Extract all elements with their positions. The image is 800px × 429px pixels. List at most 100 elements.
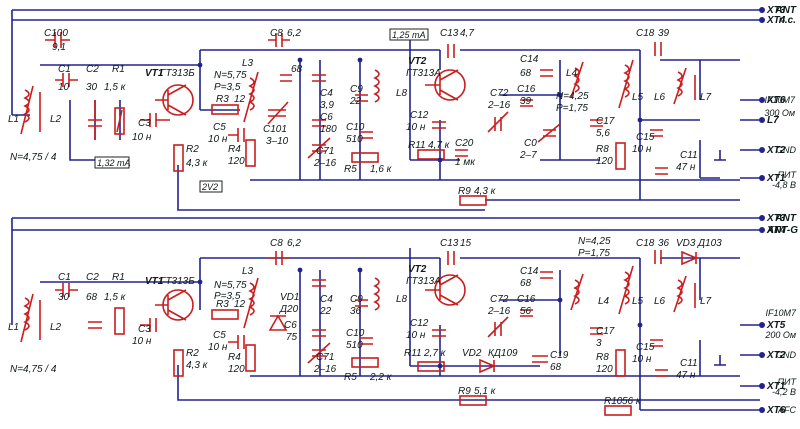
l4-pitch: P=1,75 — [556, 103, 588, 114]
l3-turns: N=5,75 — [214, 280, 247, 291]
r11-label: R11 — [404, 348, 422, 359]
r10-label: R10 — [604, 396, 623, 407]
r8-label: R8 — [596, 352, 609, 363]
terminal-xt4-name: ANT-G — [766, 225, 798, 236]
c0-label: C0 — [524, 138, 537, 149]
l4-turns: N=4,25 — [578, 236, 611, 247]
r11-label: R11 — [408, 140, 426, 151]
r8-value: 120 — [596, 364, 613, 375]
c15-label: C15 — [636, 132, 655, 143]
l8-label: L8 — [396, 294, 408, 305]
c1-label: C1 — [58, 64, 71, 75]
c10-label: C10 — [346, 328, 365, 339]
r4-value: 120 — [228, 156, 245, 167]
c11-label: C11 — [680, 358, 698, 369]
r5-label: R5 — [344, 164, 357, 175]
c11-label: C11 — [680, 150, 698, 161]
l7-label: L7 — [700, 92, 712, 103]
c71-label: C71 — [316, 352, 334, 363]
c71-label: C71 — [316, 146, 334, 157]
c17-value: 3 — [596, 338, 602, 349]
c16-value: 39 — [520, 96, 532, 107]
l3-label: L3 — [242, 266, 254, 277]
terminal-xt6-name: AFC — [777, 405, 797, 415]
r5-value: 2,2 к — [369, 372, 393, 383]
c6-label: C6 — [284, 320, 297, 331]
c1-value: 30 — [58, 292, 70, 303]
r2-value: 4,3 к — [186, 158, 209, 169]
c71-value: 2–16 — [313, 364, 337, 375]
terminal-xt3-name: ANT — [774, 5, 796, 16]
c2-value: 30 — [86, 82, 98, 93]
l2-label: L2 — [50, 114, 62, 125]
r9-value: 5,1 к — [474, 386, 497, 397]
c101-value: 3–10 — [266, 136, 289, 147]
c5-label: C5 — [213, 122, 226, 133]
vt1-label: VT1 — [145, 68, 164, 79]
c9-value: 22 — [349, 96, 362, 107]
cap-68-value: 68 — [291, 64, 303, 75]
c8-label: C8 — [270, 28, 283, 39]
c3-value: 10 н — [132, 336, 152, 347]
c14-label: C14 — [520, 54, 539, 65]
c14-label: C14 — [520, 266, 539, 277]
c9-value: 36 — [350, 306, 362, 317]
l3-label: L3 — [242, 58, 254, 69]
terminal-xt2: XT2 — [766, 350, 786, 361]
c1-value: 10 — [58, 82, 70, 93]
c0-value: 2–7 — [519, 150, 537, 161]
r1-value: 1,5 к — [104, 292, 127, 303]
current-note-1: 1,32 mA — [97, 158, 131, 168]
vt1-label: VT1 — [145, 276, 164, 287]
l7-label: L7 — [700, 296, 712, 307]
terminal-xt5-name: 300 Ом — [764, 108, 795, 118]
vd3-label: VD3 — [676, 238, 696, 249]
c100-label: C100 — [44, 28, 68, 39]
c12-label: C12 — [410, 110, 429, 121]
vd3-value: Д103 — [697, 238, 722, 249]
c16-value: 56 — [520, 306, 532, 317]
c19-label: C19 — [550, 350, 569, 361]
c71-value: 2–16 — [313, 158, 337, 169]
c8-value: 6,2 — [287, 238, 301, 249]
c8-label: C8 — [270, 238, 283, 249]
terminal-xt3: XT3 — [766, 213, 786, 224]
l1-label: L1 — [8, 114, 19, 125]
r4-label: R4 — [228, 144, 241, 155]
r9-value: 4,3 к — [474, 186, 497, 197]
top-schematic — [11, 7, 765, 211]
r11-value: 4,7 к — [428, 140, 451, 151]
r4-label: R4 — [228, 352, 241, 363]
terminal-xt2-name: GND — [776, 145, 797, 155]
r3-label: R3 — [216, 94, 229, 105]
c5-label: C5 — [213, 330, 226, 341]
l3-pitch: P=3,5 — [214, 291, 241, 302]
r1-label: R1 — [112, 272, 125, 283]
c14-value: 68 — [520, 68, 532, 79]
l4-label: L4 — [566, 68, 578, 79]
terminal-xt4-name: п.с. — [779, 15, 796, 26]
vd2-label: VD2 — [462, 348, 482, 359]
vd1-label: VD1 — [280, 292, 299, 303]
c15-value: 10 н — [632, 354, 652, 365]
c12-value: 10 н — [406, 122, 426, 133]
c20-label: С20 — [455, 138, 474, 149]
c4-value: 22 — [319, 306, 332, 317]
c10-value: 510 — [346, 340, 363, 351]
r1-label: R1 — [112, 64, 125, 75]
l3-turns: N=5,75 — [214, 70, 247, 81]
r8-label: R8 — [596, 144, 609, 155]
c16-label: C16 — [517, 84, 536, 95]
vt1-value: ГТ313Б — [160, 276, 195, 287]
terminal-xt1-name: ПИТ — [778, 377, 798, 387]
l5-label: L5 — [632, 92, 644, 103]
vt2-label: VT2 — [408, 56, 427, 67]
l4-pitch: P=1,75 — [578, 248, 610, 259]
c15-value: 10 н — [632, 144, 652, 155]
l1-turns: N=4,75 / 4 — [10, 364, 57, 375]
l8-label: L8 — [396, 88, 408, 99]
l6-label: L6 — [654, 296, 666, 307]
c9-label: C9 — [350, 294, 363, 305]
c9-label: C9 — [350, 84, 363, 95]
